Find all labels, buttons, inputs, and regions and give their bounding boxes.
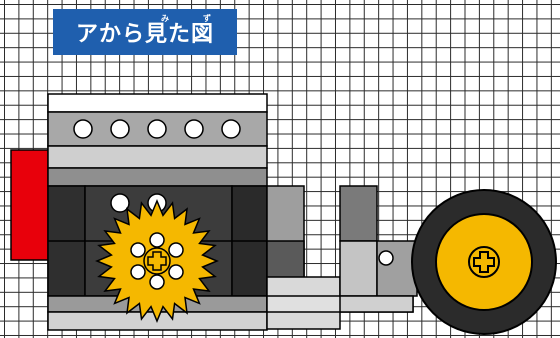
right-dark-block	[339, 185, 378, 242]
light-plate	[47, 145, 268, 169]
gear-hole	[130, 264, 146, 280]
mid-plate	[47, 167, 268, 187]
axle-holder	[376, 240, 418, 297]
gear-hole	[149, 274, 165, 290]
title-banner: み ず アから見た図	[53, 9, 237, 55]
beam-hole	[184, 119, 204, 139]
beam-holes	[73, 119, 241, 139]
gear-hole	[130, 242, 146, 258]
axle-holder-hole	[378, 250, 394, 266]
beam-hole	[110, 119, 130, 139]
right-light-block	[339, 240, 378, 297]
beam-hole	[147, 119, 167, 139]
body-hole	[110, 193, 130, 213]
gear-hole	[168, 242, 184, 258]
gear-hole	[149, 232, 165, 248]
red-side-block	[10, 149, 49, 261]
wheel-axle-cross-icon	[473, 251, 495, 273]
top-white-beam	[47, 93, 268, 113]
beam-hole	[221, 119, 241, 139]
gear-axle-cross-icon	[147, 251, 167, 271]
ruby-mi: み	[161, 14, 169, 23]
gear	[95, 199, 219, 323]
page-title: アから見た図	[75, 22, 214, 47]
gear-hole	[168, 264, 184, 280]
plate-bottom-right	[339, 295, 414, 313]
ruby-zu: ず	[203, 14, 211, 23]
beam-hole	[73, 119, 93, 139]
